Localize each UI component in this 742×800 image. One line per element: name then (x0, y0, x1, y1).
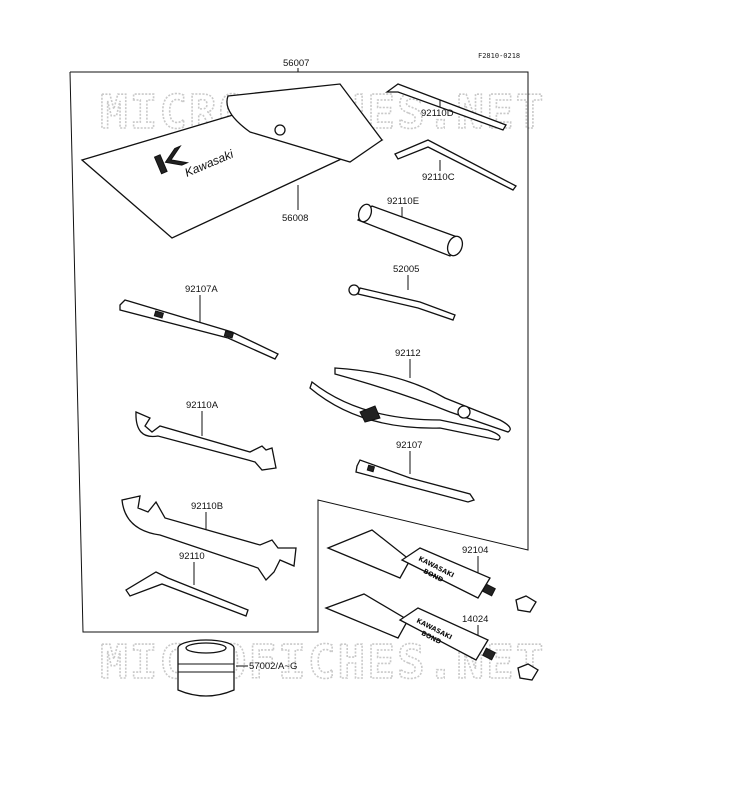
label-14024: 14024 (462, 614, 488, 625)
label-92107: 92107 (396, 440, 422, 451)
pliers-92112: 92112 (309, 348, 511, 441)
label-92110D: 92110D (421, 108, 454, 119)
label-57002: 57002/A~G (249, 661, 297, 672)
label-52005: 52005 (393, 264, 419, 275)
label-92112: 92112 (395, 348, 421, 359)
tool-pouch-56008: Kawasaki (80, 83, 384, 239)
drawing-code: F2810-0218 (478, 52, 520, 60)
label-92107A: 92107A (185, 284, 218, 295)
label-92104: 92104 (462, 545, 488, 556)
label-92110C: 92110C (422, 172, 455, 183)
open-end-wrench-92110B: 92110B (121, 495, 297, 582)
box-wrench-92110E: 92110E (356, 196, 464, 257)
label-56007: 56007 (283, 58, 309, 69)
hex-key-92110C (394, 139, 517, 191)
grease-can-57002 (177, 639, 235, 697)
label-92110B: 92110B (191, 501, 223, 512)
label-92110: 92110 (179, 551, 205, 562)
label-56008: 56008 (282, 213, 308, 224)
screwdriver-92107A: 92107A (119, 284, 279, 360)
open-end-wrench-92110A: 92110A (135, 400, 277, 471)
hex-key-92110D (385, 83, 507, 131)
hex-key-92110: 92110 (125, 551, 249, 617)
label-92110A: 92110A (186, 400, 219, 411)
label-92110E: 92110E (387, 196, 419, 207)
screwdriver-52005: 52005 (348, 264, 456, 321)
group-outline (69, 71, 529, 633)
screwdriver-92107: 92107 (355, 440, 476, 503)
